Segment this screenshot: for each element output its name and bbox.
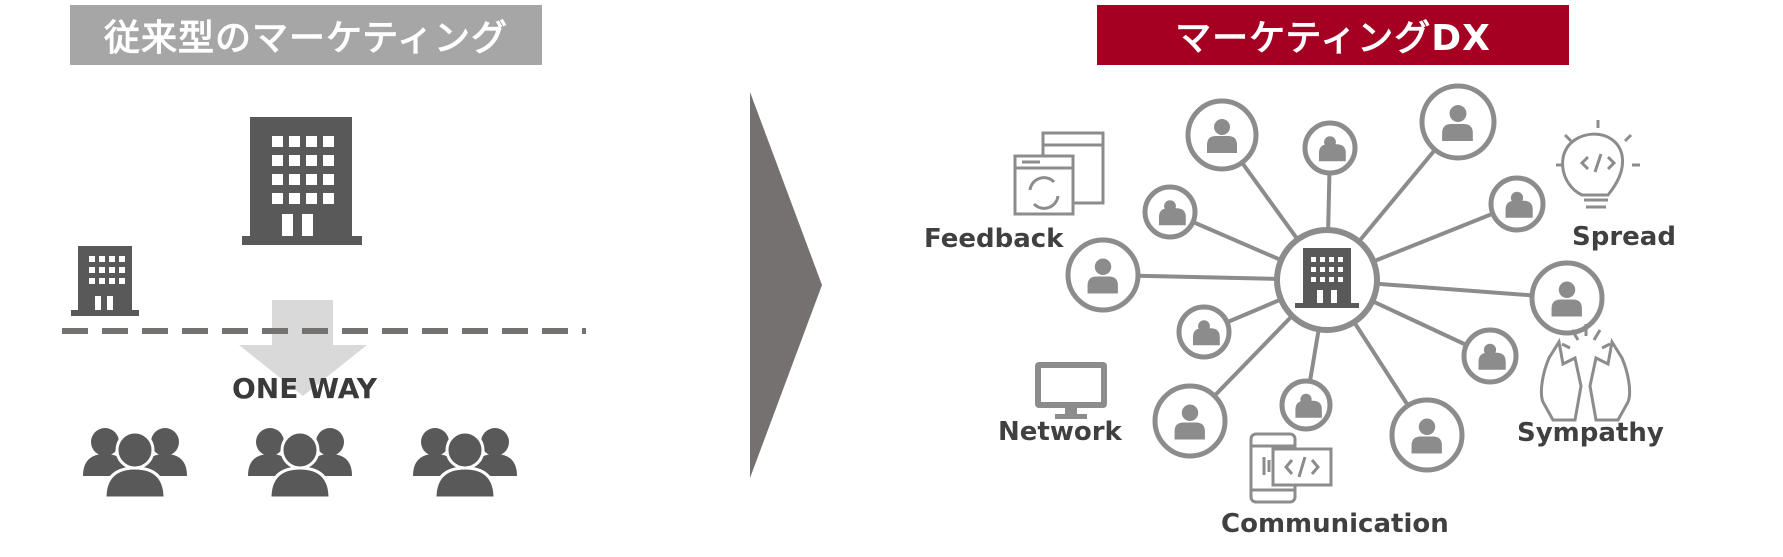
marketing-dx-title: マーケティングDX <box>1097 5 1569 65</box>
company-hub-icon <box>1274 227 1380 333</box>
feedback-window-icon <box>1013 131 1105 216</box>
person-node-icon <box>1152 383 1228 459</box>
person-node-icon <box>1176 304 1232 360</box>
person-node-icon <box>1488 175 1546 233</box>
person-node-icon <box>1419 83 1497 161</box>
group-icon <box>413 428 517 500</box>
person-node-icon <box>1185 98 1259 172</box>
network-label: Network <box>998 417 1122 447</box>
traditional-marketing-title: 従来型のマーケティング <box>70 5 542 65</box>
person-node-icon <box>1389 397 1465 473</box>
person-node-icon <box>1302 120 1358 176</box>
communication-label: Communication <box>1221 509 1449 539</box>
building-small-icon <box>71 246 139 316</box>
person-node-icon <box>1279 378 1333 432</box>
building-large-icon <box>242 117 362 245</box>
person-node-icon <box>1529 260 1605 336</box>
spread-label: Spread <box>1572 222 1676 252</box>
down-arrow-icon <box>239 300 367 396</box>
idea-bulb-icon <box>1556 120 1640 209</box>
one-way-label: ONE WAY <box>232 372 378 405</box>
person-node-icon <box>1461 327 1519 385</box>
person-node-icon <box>1065 237 1141 313</box>
mobile-code-icon <box>1249 432 1333 504</box>
clapping-hands-icon <box>1539 324 1632 422</box>
group-icon <box>83 428 187 500</box>
group-icon <box>248 428 352 500</box>
person-node-icon <box>1142 184 1198 240</box>
sympathy-label: Sympathy <box>1517 418 1664 448</box>
feedback-label: Feedback <box>924 224 1064 254</box>
transition-arrow-icon <box>750 92 822 478</box>
monitor-icon <box>1035 362 1107 419</box>
